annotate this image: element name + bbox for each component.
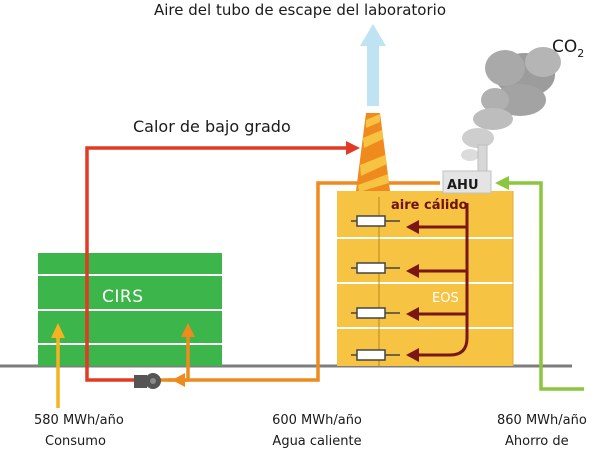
co2-main-text: CO bbox=[552, 37, 578, 57]
hot-water-value: 600 MWh/año bbox=[272, 413, 362, 428]
eos-label: EOS bbox=[432, 291, 459, 306]
hot-water-metric: 600 MWh/año Agua caliente bbox=[258, 410, 376, 452]
warm-air-arrowheads bbox=[406, 220, 419, 362]
cirs-building bbox=[38, 253, 222, 366]
co2-label: CO2 bbox=[552, 37, 584, 60]
warm-air-label: aire cálido bbox=[391, 198, 468, 213]
exhaust-air-label: Aire del tubo de escape del laboratorio bbox=[154, 1, 446, 19]
heat-pump-icon bbox=[134, 373, 161, 389]
warm-air-arrows bbox=[418, 203, 469, 357]
co2-subscript: 2 bbox=[577, 47, 585, 60]
eos-building bbox=[337, 191, 514, 366]
ahu-unit bbox=[442, 144, 492, 194]
cirs-label: CIRS bbox=[102, 287, 144, 307]
exhaust-stack bbox=[356, 113, 390, 192]
savings-value: 860 MWh/año bbox=[497, 413, 587, 428]
consumption-metric: 580 MWh/año Consumo bbox=[34, 410, 124, 452]
co2-smoke-cloud bbox=[461, 47, 561, 161]
consumption-arrow bbox=[51, 323, 65, 408]
savings-metric: 860 MWh/año Ahorro de bbox=[497, 410, 587, 452]
hot-water-caption: Agua caliente bbox=[272, 434, 362, 449]
low-grade-heat-label: Calor de bajo grado bbox=[133, 117, 291, 136]
consumption-caption: Consumo bbox=[45, 434, 106, 449]
hot-water-supply-arrow bbox=[160, 323, 195, 382]
consumption-value: 580 MWh/año bbox=[34, 413, 124, 428]
ahu-label: AHU bbox=[447, 178, 479, 193]
eos-vent-units bbox=[351, 215, 400, 361]
heat-recovery-flow bbox=[495, 176, 584, 391]
savings-caption: Ahorro de bbox=[505, 434, 569, 449]
low-grade-heat-flow bbox=[85, 141, 360, 382]
exhaust-air-arrow bbox=[360, 24, 386, 106]
